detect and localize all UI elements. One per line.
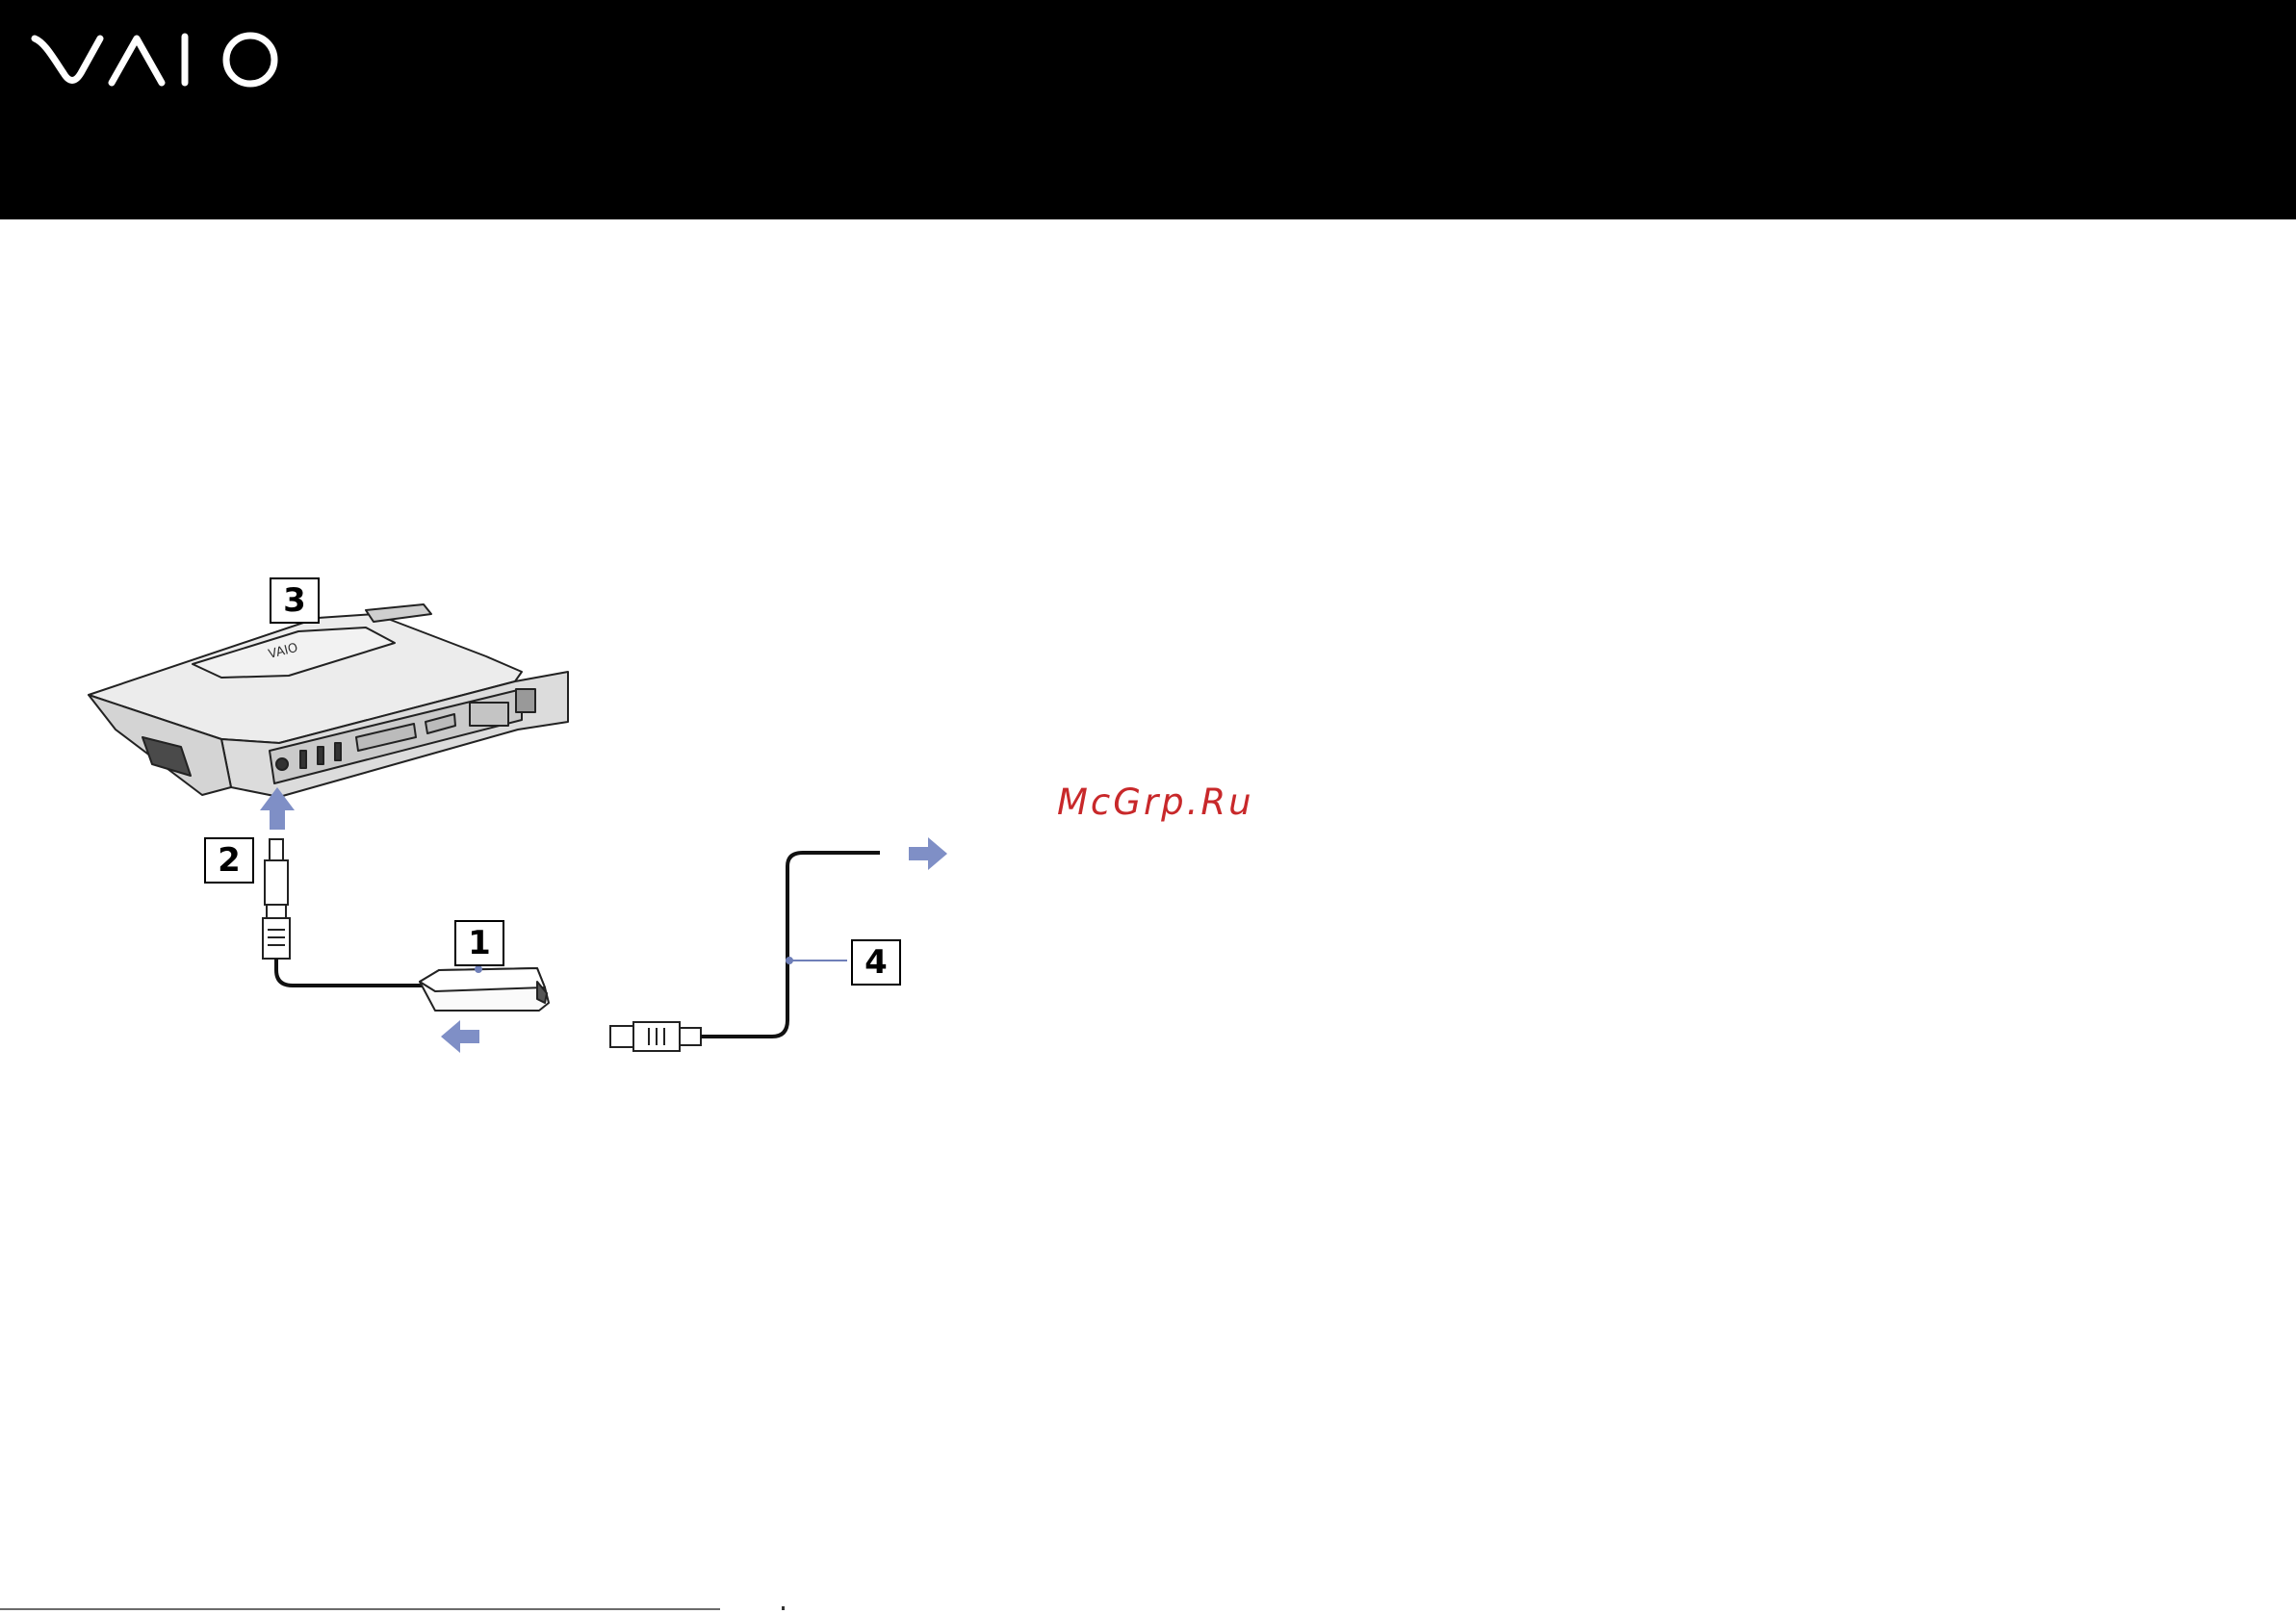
watermark-text: McGrp.Ru — [1057, 781, 1254, 823]
callout-3: 3 — [270, 577, 320, 624]
footer-rule — [0, 1608, 720, 1610]
dc-plug-illustration — [263, 839, 290, 959]
arrow-left-icon — [441, 1020, 479, 1053]
docking-station-illustration: VAIO — [89, 604, 568, 797]
dc-cable — [276, 959, 424, 986]
callout-4: 4 — [851, 939, 901, 986]
page-header — [0, 0, 2296, 219]
vaio-logo-icon — [31, 27, 291, 90]
ac-adapter-illustration — [420, 968, 549, 1011]
footer-mark — [782, 1606, 785, 1610]
callout-2: 2 — [204, 837, 254, 884]
callout-1: 1 — [454, 920, 504, 966]
arrow-right-icon — [909, 837, 947, 870]
ac-plug-illustration — [610, 1022, 701, 1051]
